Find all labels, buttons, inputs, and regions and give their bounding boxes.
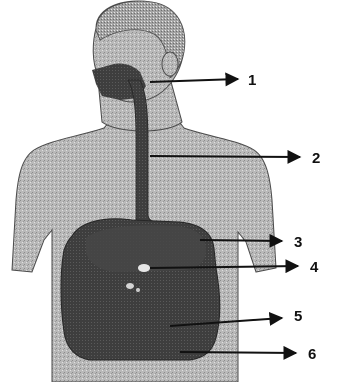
arrow-3 [200, 240, 282, 241]
highlight-spot [138, 264, 150, 272]
label-3: 3 [294, 234, 302, 251]
label-6: 6 [308, 346, 316, 363]
label-2: 2 [312, 150, 320, 167]
highlight-spot [126, 283, 134, 289]
arrow-6 [180, 352, 296, 353]
ear [162, 52, 178, 76]
highlight-spot [136, 288, 140, 292]
label-1: 1 [248, 72, 256, 89]
label-4: 4 [310, 259, 319, 276]
arrow-2 [150, 156, 300, 157]
label-5: 5 [294, 308, 302, 325]
